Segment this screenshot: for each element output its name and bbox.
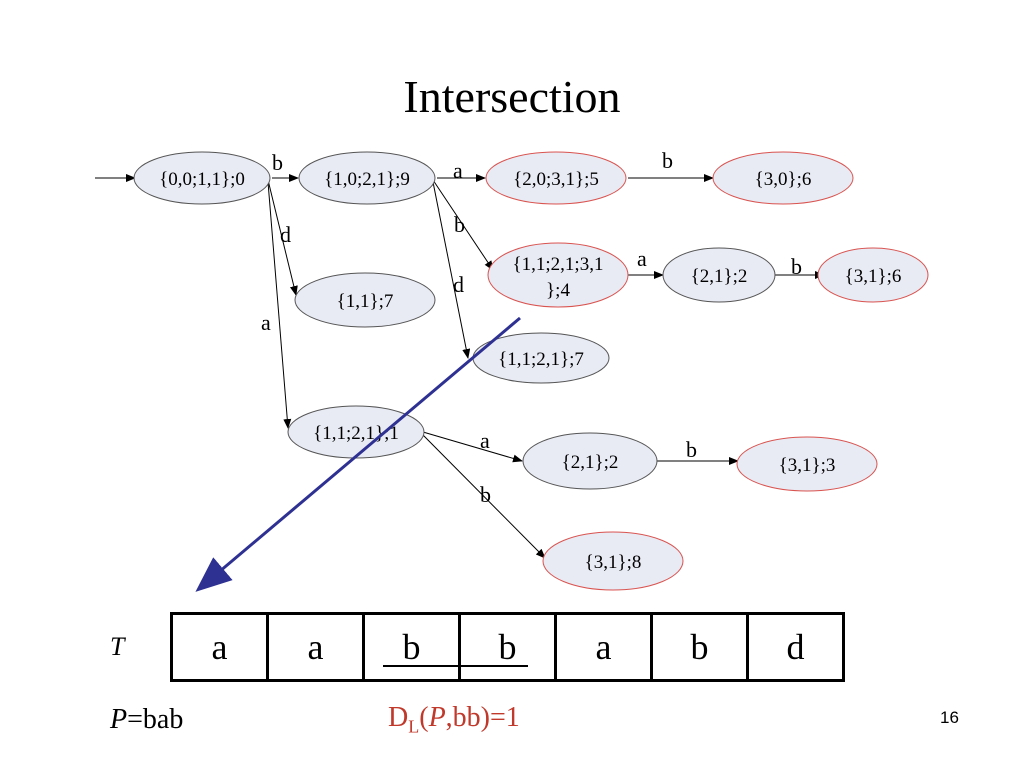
- slide-title: Intersection: [403, 71, 621, 122]
- state-node: {1,0;2,1};9: [298, 151, 436, 205]
- svg-text:{1,0;2,1};9: {1,0;2,1};9: [324, 169, 410, 190]
- edge-n9-n10: [422, 431, 523, 463]
- svg-text:{3,1};6: {3,1};6: [845, 266, 902, 287]
- tape-cell: a: [170, 612, 269, 682]
- edge-label: a: [453, 158, 463, 183]
- state-node: {1,1;2,1};7: [472, 332, 610, 384]
- edge-n9-n12: [422, 434, 546, 559]
- svg-text:{3,0};6: {3,0};6: [755, 169, 812, 190]
- pattern-label: P=bab: [110, 704, 184, 735]
- final-state-node: {3,1};8: [542, 531, 684, 591]
- tape-cell: a: [266, 612, 365, 682]
- edge-label: b: [791, 254, 802, 279]
- edge-label: b: [480, 482, 491, 507]
- final-state-node: {3,0};6: [712, 151, 854, 205]
- svg-text:{2,1};2: {2,1};2: [562, 452, 619, 473]
- edge-label: d: [453, 272, 464, 297]
- final-state-node: {3,1};6: [817, 247, 929, 303]
- page-number: 16: [940, 708, 959, 727]
- svg-text:{2,1};2: {2,1};2: [691, 266, 748, 287]
- tape-cell: b: [458, 612, 557, 682]
- edge-label: a: [480, 428, 490, 453]
- edge-label: b: [454, 212, 465, 237]
- edge-n0-n9: [267, 181, 292, 429]
- svg-text:{1,1;2,1;3,1: {1,1;2,1;3,1: [513, 254, 604, 275]
- edges: [95, 174, 825, 559]
- edge-n1-n5: [432, 179, 494, 271]
- edge-label: a: [637, 246, 647, 271]
- tape-cell: d: [746, 612, 845, 682]
- svg-text:{2,0;3,1};5: {2,0;3,1};5: [513, 169, 599, 190]
- nodes: {0,0;1,1};0 {1,0;2,1};9 {2,0;3,1};5 {3,0…: [133, 151, 929, 591]
- state-node: {2,1};2: [662, 247, 776, 303]
- svg-text:{0,0;1,1};0: {0,0;1,1};0: [159, 169, 245, 190]
- svg-text:{1,1;2,1};1: {1,1;2,1};1: [313, 423, 399, 444]
- final-state-node: {2,0;3,1};5: [485, 151, 627, 205]
- tape-cell: a: [554, 612, 653, 682]
- state-node: {1,1};7: [294, 272, 436, 328]
- tape-cell: b: [362, 612, 461, 682]
- final-state-node: {1,1;2,1;3,1 };4: [487, 242, 629, 308]
- svg-text:{1,1;2,1};7: {1,1;2,1};7: [498, 349, 584, 370]
- edge-label: b: [272, 150, 283, 175]
- state-node: {2,1};2: [522, 432, 658, 490]
- svg-text:{3,1};3: {3,1};3: [779, 455, 836, 476]
- edge-n1-n8: [432, 181, 471, 359]
- state-node: {1,1;2,1};1: [287, 405, 425, 459]
- svg-text:{1,1};7: {1,1};7: [337, 291, 394, 312]
- final-state-node: {3,1};3: [736, 436, 878, 492]
- tape-cell: b: [650, 612, 749, 682]
- state-node: {0,0;1,1};0: [133, 151, 271, 205]
- edge-label: d: [280, 222, 291, 247]
- text-tape: a a b b a b d: [170, 612, 845, 682]
- text-label: T: [110, 632, 125, 661]
- svg-text:};4: };4: [546, 280, 570, 301]
- pointer-arrow: [195, 316, 521, 592]
- svg-text:{3,1};8: {3,1};8: [585, 552, 642, 573]
- edge-labels: b a b d a b d a b a b b: [261, 148, 802, 507]
- edge-n0-n4: [267, 179, 298, 296]
- edge-label: b: [686, 437, 697, 462]
- edge-label: b: [662, 148, 673, 173]
- edge-label: a: [261, 310, 271, 335]
- distance-label: DL(P,bb)=1: [388, 702, 520, 737]
